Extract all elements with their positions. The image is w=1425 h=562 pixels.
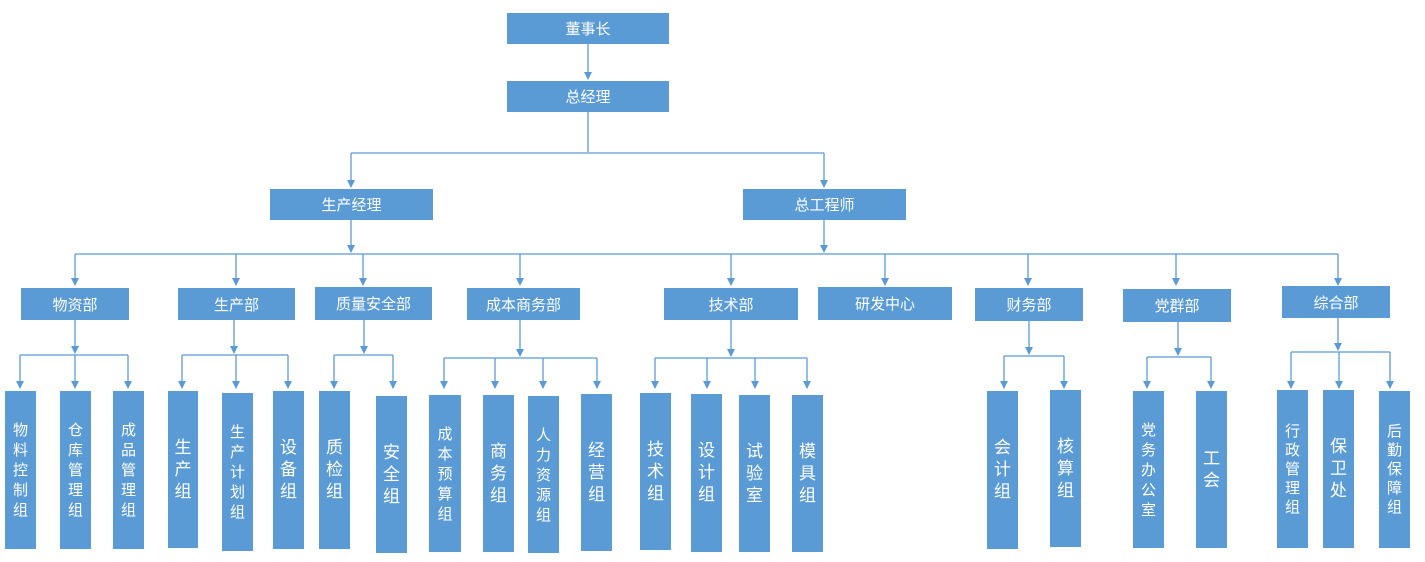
dept-production-label: 生产部	[213, 295, 259, 314]
group-production-planning: 生 产 计 划 组	[222, 393, 253, 551]
group-cost-budget-label: 成 本 预 算 组	[437, 424, 453, 523]
group-material-control-label: 物 料 控 制 组	[12, 421, 28, 519]
group-business-label: 商 务 组	[490, 441, 507, 506]
group-security-office-label: 保 卫 处	[1330, 437, 1347, 501]
group-logistics-support-label: 后 勤 保 障 组	[1386, 422, 1402, 516]
dept-rnd-center-label: 研发中心	[854, 295, 915, 313]
group-party-office: 党 务 办 公 室	[1133, 391, 1164, 548]
group-business: 商 务 组	[483, 395, 514, 552]
dept-materials: 物资部	[21, 288, 129, 320]
group-party-office-label: 党 务 办 公 室	[1140, 420, 1156, 519]
dept-general-affairs-label: 综合部	[1313, 293, 1359, 312]
group-test-lab-label: 试 验 室	[746, 441, 763, 506]
dept-cost-business-label: 成本商务部	[485, 295, 561, 314]
group-material-control: 物 料 控 制 组	[5, 391, 36, 549]
group-production-label: 生 产 组	[174, 437, 192, 502]
group-labor-union: 工 会	[1196, 391, 1227, 548]
dept-party: 党群部	[1123, 289, 1231, 322]
group-mold: 模 具 组	[792, 395, 823, 552]
dept-general-affairs: 综合部	[1282, 286, 1390, 318]
group-design-label: 设 计 组	[698, 441, 715, 505]
group-finished-goods-mgmt-label: 成 品 管 理 组	[120, 421, 136, 519]
group-finished-goods-mgmt: 成 品 管 理 组	[113, 391, 144, 549]
general-manager-box: 总经理	[507, 81, 669, 112]
dept-quality-safety: 质量安全部	[315, 287, 432, 320]
group-operations: 经 营 组	[581, 394, 612, 551]
group-accounting: 会 计 组	[987, 391, 1018, 549]
group-warehouse-mgmt-label: 仓 库 管 理 组	[67, 421, 83, 519]
dept-rnd-center: 研发中心	[818, 287, 952, 320]
group-production-planning-label: 生 产 计 划 组	[229, 423, 245, 521]
general-manager-label: 总经理	[565, 88, 611, 106]
group-labor-union-label: 工 会	[1203, 448, 1220, 491]
group-safety-label: 安 全 组	[383, 442, 400, 507]
group-operations-label: 经 营 组	[588, 440, 605, 505]
group-warehouse-mgmt: 仓 库 管 理 组	[60, 391, 91, 549]
group-design: 设 计 组	[691, 394, 722, 552]
group-audit-label: 核 算 组	[1057, 436, 1074, 501]
dept-quality-safety-label: 质量安全部	[335, 295, 411, 313]
group-equipment: 设 备 组	[273, 391, 304, 549]
group-production: 生 产 组	[168, 391, 198, 548]
dept-finance: 财务部	[975, 288, 1083, 321]
dept-technology: 技术部	[664, 288, 798, 320]
group-equipment-label: 设 备 组	[280, 438, 297, 502]
group-tech-label: 技 术 组	[647, 439, 664, 504]
group-security-office: 保 卫 处	[1323, 390, 1354, 548]
dept-production: 生产部	[178, 288, 295, 320]
group-quality-inspection-label: 质 检 组	[326, 438, 343, 502]
group-safety: 安 全 组	[376, 396, 407, 553]
group-hr: 人 力 资 源 组	[528, 396, 559, 553]
chief-engineer-label: 总工程师	[794, 196, 855, 214]
group-tech: 技 术 组	[640, 393, 671, 550]
group-mold-label: 模 具 组	[799, 441, 816, 506]
chief-engineer-box: 总工程师	[743, 189, 906, 220]
dept-cost-business: 成本商务部	[467, 288, 580, 320]
group-admin-mgmt-label: 行 政 管 理 组	[1284, 421, 1300, 516]
group-test-lab: 试 验 室	[739, 395, 770, 552]
group-admin-mgmt: 行 政 管 理 组	[1277, 390, 1308, 548]
dept-technology-label: 技术部	[708, 295, 754, 314]
production-manager-box: 生产经理	[270, 189, 433, 220]
chairman-box: 董事长	[507, 13, 669, 44]
group-quality-inspection: 质 检 组	[319, 391, 350, 549]
group-logistics-support: 后 勤 保 障 组	[1379, 391, 1410, 548]
group-accounting-label: 会 计 组	[994, 438, 1011, 502]
dept-materials-label: 物资部	[52, 295, 98, 314]
group-cost-budget: 成 本 预 算 组	[429, 395, 461, 552]
dept-party-label: 党群部	[1154, 297, 1200, 315]
chairman-label: 董事长	[565, 20, 611, 38]
production-manager-label: 生产经理	[321, 196, 382, 214]
group-hr-label: 人 力 资 源 组	[535, 425, 551, 524]
group-audit: 核 算 组	[1050, 390, 1081, 547]
dept-finance-label: 财务部	[1006, 296, 1052, 314]
